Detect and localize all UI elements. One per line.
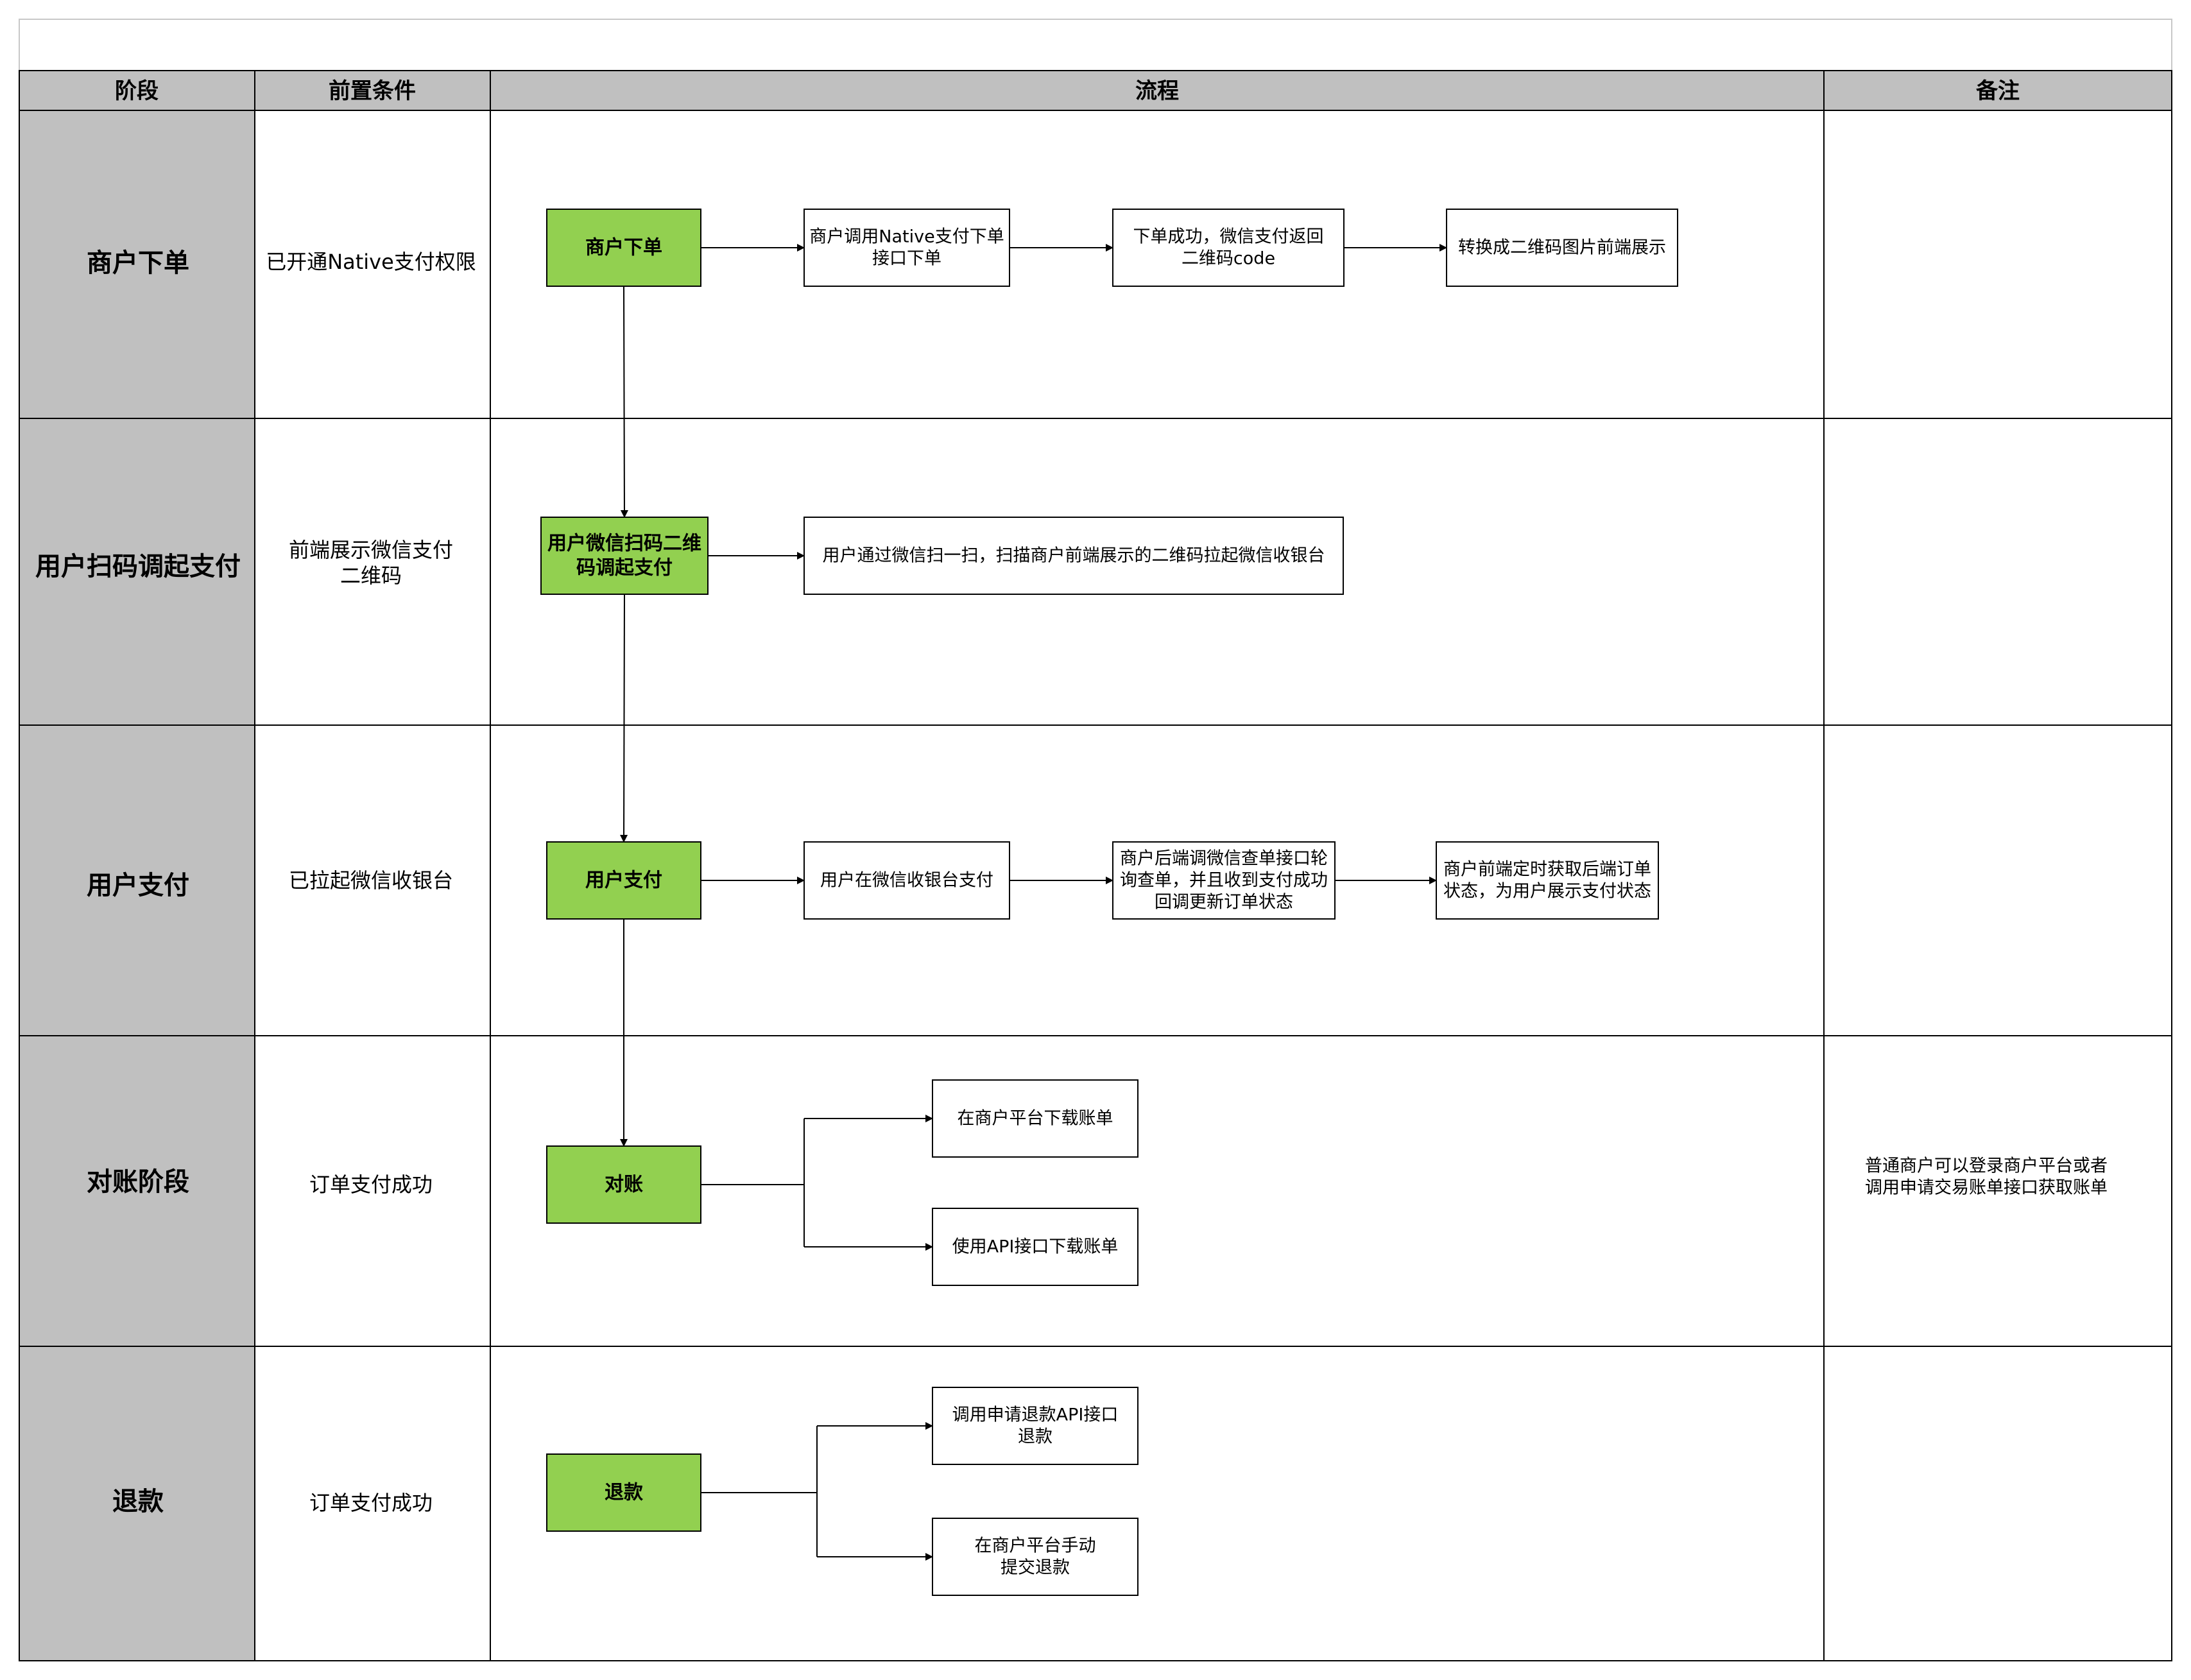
- node-label: 在商户平台手动: [975, 1536, 1096, 1556]
- process-node-recon-step2: 使用API接口下载账单: [932, 1208, 1138, 1286]
- precondition-label: 前端展示微信支付: [289, 538, 453, 562]
- stage-label: 商户下单: [87, 248, 189, 278]
- header-precondition: 前置条件: [329, 78, 416, 104]
- node-label: 码调起支付: [576, 557, 673, 579]
- process-node-order-step3: 转换成二维码图片前端展示: [1446, 209, 1678, 287]
- node-label: 状态，为用户展示支付状态: [1443, 882, 1651, 902]
- node-label: 对账: [605, 1174, 643, 1196]
- node-label: 接口下单: [872, 249, 941, 269]
- node-label: 用户在微信收银台支付: [820, 871, 993, 891]
- node-label: 使用API接口下载账单: [952, 1237, 1119, 1257]
- remark-cell: [1823, 724, 2172, 1036]
- table-rows: 商户下单已开通Native支付权限用户扫码调起支付前端展示微信支付二维码用户支付…: [19, 110, 2172, 1661]
- diagram-top-frame: [19, 19, 2172, 71]
- precondition-label: 已拉起微信收银台: [289, 868, 453, 893]
- process-cell: [490, 1346, 1825, 1661]
- process-connectors: [620, 244, 1447, 1561]
- precondition-cell: [254, 418, 491, 726]
- precondition-cell: [254, 1035, 491, 1347]
- node-label: 下单成功，微信支付返回: [1133, 227, 1324, 247]
- remark-label: 普通商户可以登录商户平台或者: [1865, 1156, 2108, 1176]
- stage-label: 对账阶段: [87, 1167, 189, 1197]
- node-label: 回调更新订单状态: [1155, 893, 1293, 913]
- precondition-cell: [254, 1346, 491, 1661]
- node-label: 询查单，并且收到支付成功: [1120, 871, 1328, 891]
- header-process: 流程: [1135, 78, 1179, 104]
- stage-label: 用户支付: [87, 871, 189, 900]
- table-row: 商户下单已开通Native支付权限: [19, 110, 2172, 419]
- node-label: 退款: [1018, 1427, 1053, 1447]
- process-node-scan-step1: 用户通过微信扫一扫，扫描商户前端展示的二维码拉起微信收银台: [803, 517, 1344, 595]
- node-label: 二维码code: [1181, 249, 1275, 269]
- process-node-pay-main: 用户支付: [546, 841, 701, 920]
- precondition-cell: [254, 110, 491, 419]
- node-label: 商户下单: [585, 237, 662, 259]
- node-label: 用户微信扫码二维: [547, 533, 701, 555]
- header-remark: 备注: [1976, 78, 2020, 104]
- remark-cell: [1823, 418, 2172, 726]
- remark-cell: [1823, 1346, 2172, 1661]
- precondition-label: 二维码: [340, 563, 402, 588]
- stage-label: 退款: [112, 1487, 164, 1516]
- remark-cell: [1823, 1035, 2172, 1347]
- node-label: 提交退款: [1001, 1558, 1070, 1578]
- stage-cell: [19, 110, 255, 419]
- node-label: 用户支付: [585, 870, 662, 892]
- stage-cell: [19, 724, 255, 1036]
- precondition-cell: [254, 724, 491, 1036]
- stage-label: 用户扫码调起支付: [35, 552, 241, 581]
- table-header: 阶段 前置条件 流程 备注: [19, 70, 2172, 111]
- node-label: 商户前端定时获取后端订单: [1443, 860, 1651, 880]
- precondition-label: 订单支付成功: [309, 1491, 433, 1515]
- node-label: 退款: [605, 1482, 644, 1504]
- header-stage: 阶段: [115, 78, 159, 104]
- node-label: 用户通过微信扫一扫，扫描商户前端展示的二维码拉起微信收银台: [823, 546, 1325, 566]
- remark-label: 调用申请交易账单接口获取账单: [1865, 1178, 2108, 1198]
- stage-cell: [19, 1035, 255, 1347]
- process-node-recon-main: 对账: [546, 1145, 701, 1224]
- precondition-label: 订单支付成功: [309, 1172, 433, 1197]
- node-label: 商户调用Native支付下单: [809, 227, 1004, 247]
- precondition-label: 已开通Native支付权限: [266, 250, 476, 274]
- node-label: 调用申请退款API接口: [952, 1405, 1119, 1425]
- table-row: 退款订单支付成功: [19, 1346, 2172, 1661]
- node-label: 转换成二维码图片前端展示: [1458, 238, 1666, 258]
- node-label: 商户后端调微信查单接口轮: [1120, 849, 1328, 869]
- process-node-pay-step1: 用户在微信收银台支付: [803, 841, 1010, 920]
- remark-cell: [1823, 110, 2172, 419]
- process-node-recon-step1: 在商户平台下载账单: [932, 1079, 1138, 1158]
- process-node-order-main: 商户下单: [546, 209, 701, 287]
- node-label: 在商户平台下载账单: [958, 1109, 1113, 1129]
- process-node-refund-main: 退款: [546, 1453, 701, 1532]
